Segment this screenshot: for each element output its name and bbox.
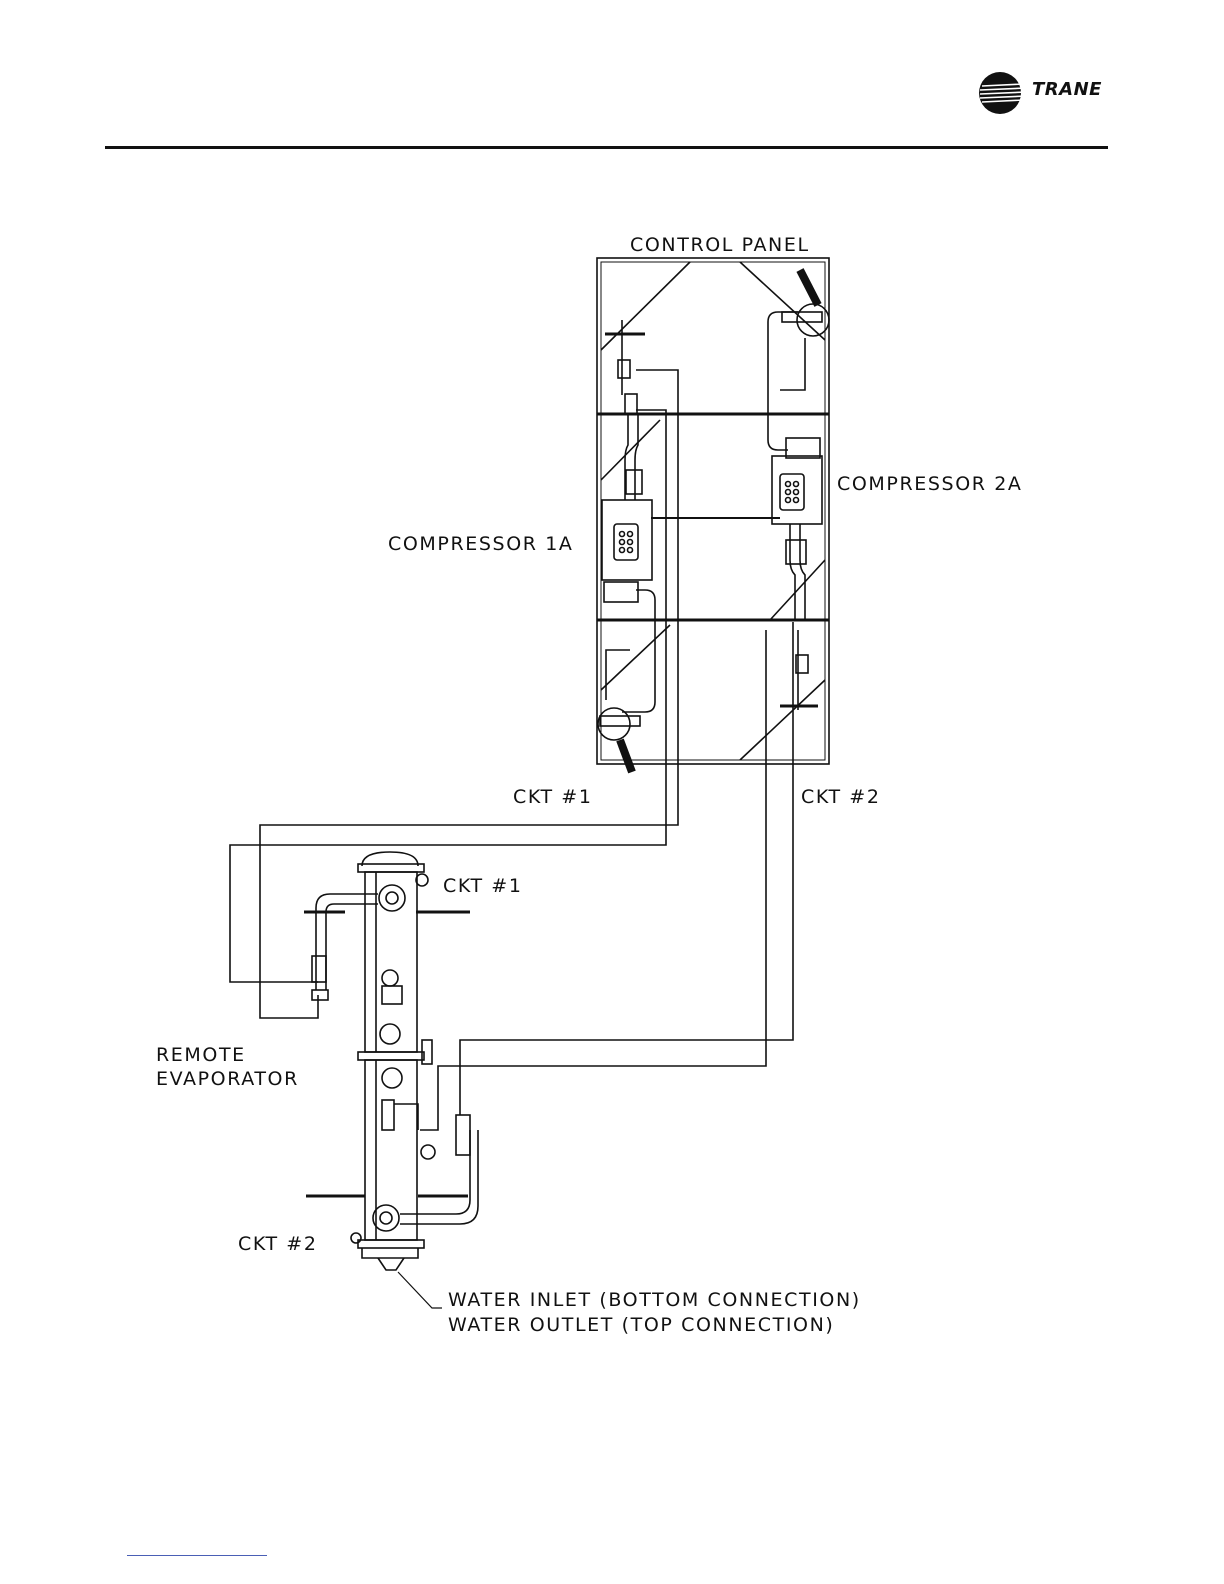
label-remote-evaporator-1: REMOTE: [156, 1044, 246, 1067]
ckt1-piping: [230, 370, 678, 1018]
water-leader-line: [398, 1272, 442, 1308]
label-ckt2-top: CKT #2: [801, 786, 881, 809]
label-ckt2-bottom: CKT #2: [238, 1233, 318, 1256]
footer-link-underline: [127, 1555, 267, 1556]
remote-evaporator: [304, 852, 478, 1270]
label-water-outlet: WATER OUTLET (TOP CONNECTION): [448, 1314, 834, 1337]
label-remote-evaporator-2: EVAPORATOR: [156, 1068, 299, 1091]
label-compressor-1a: COMPRESSOR 1A: [388, 533, 573, 556]
label-ckt1-evaporator: CKT #1: [443, 875, 523, 898]
label-ckt1-top: CKT #1: [513, 786, 593, 809]
label-compressor-2a: COMPRESSOR 2A: [837, 473, 1022, 496]
label-water-inlet: WATER INLET (BOTTOM CONNECTION): [448, 1289, 861, 1312]
compressor-1a: [598, 320, 655, 772]
label-control-panel: CONTROL PANEL: [630, 234, 810, 257]
